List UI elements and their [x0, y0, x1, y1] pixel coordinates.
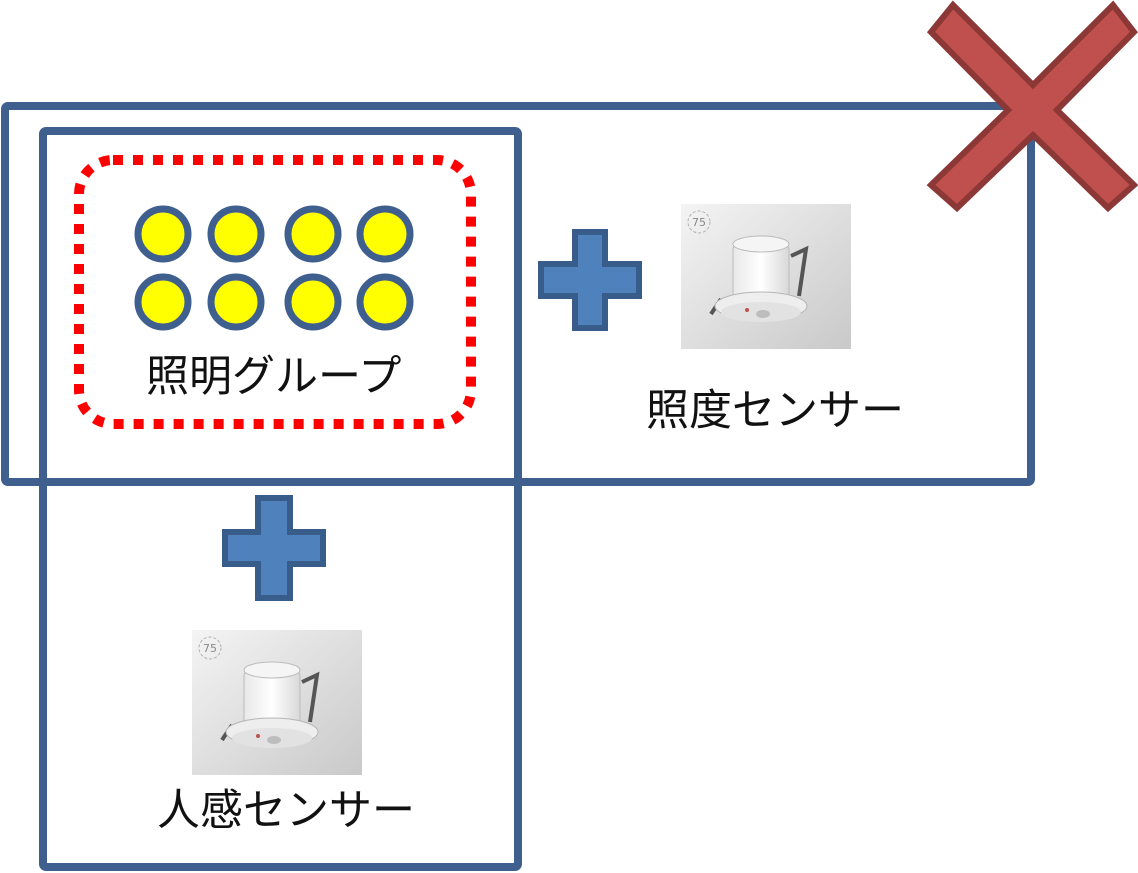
- light: [284, 205, 342, 263]
- lights: [134, 205, 414, 331]
- light: [134, 273, 192, 331]
- badge-75-label: 75: [692, 216, 706, 229]
- lighting-group-label: 照明グループ: [146, 352, 402, 402]
- light: [356, 273, 414, 331]
- light: [207, 273, 265, 331]
- motion-sensor-photo: 75: [192, 630, 362, 775]
- light: [134, 205, 192, 263]
- light: [207, 205, 265, 263]
- plus-icon: [538, 229, 642, 331]
- motion-sensor-label: 人感センサー: [157, 786, 415, 836]
- light: [356, 205, 414, 263]
- illuminance-sensor-label: 照度センサー: [646, 386, 904, 436]
- plus-icon: [222, 495, 326, 601]
- light: [284, 273, 342, 331]
- illuminance-sensor-photo: 75: [681, 204, 851, 349]
- badge-75-label: 75: [203, 642, 217, 655]
- frame-lighting-motion: [39, 127, 522, 871]
- cross-icon: [926, 0, 1138, 213]
- lighting-group-border: [74, 155, 476, 429]
